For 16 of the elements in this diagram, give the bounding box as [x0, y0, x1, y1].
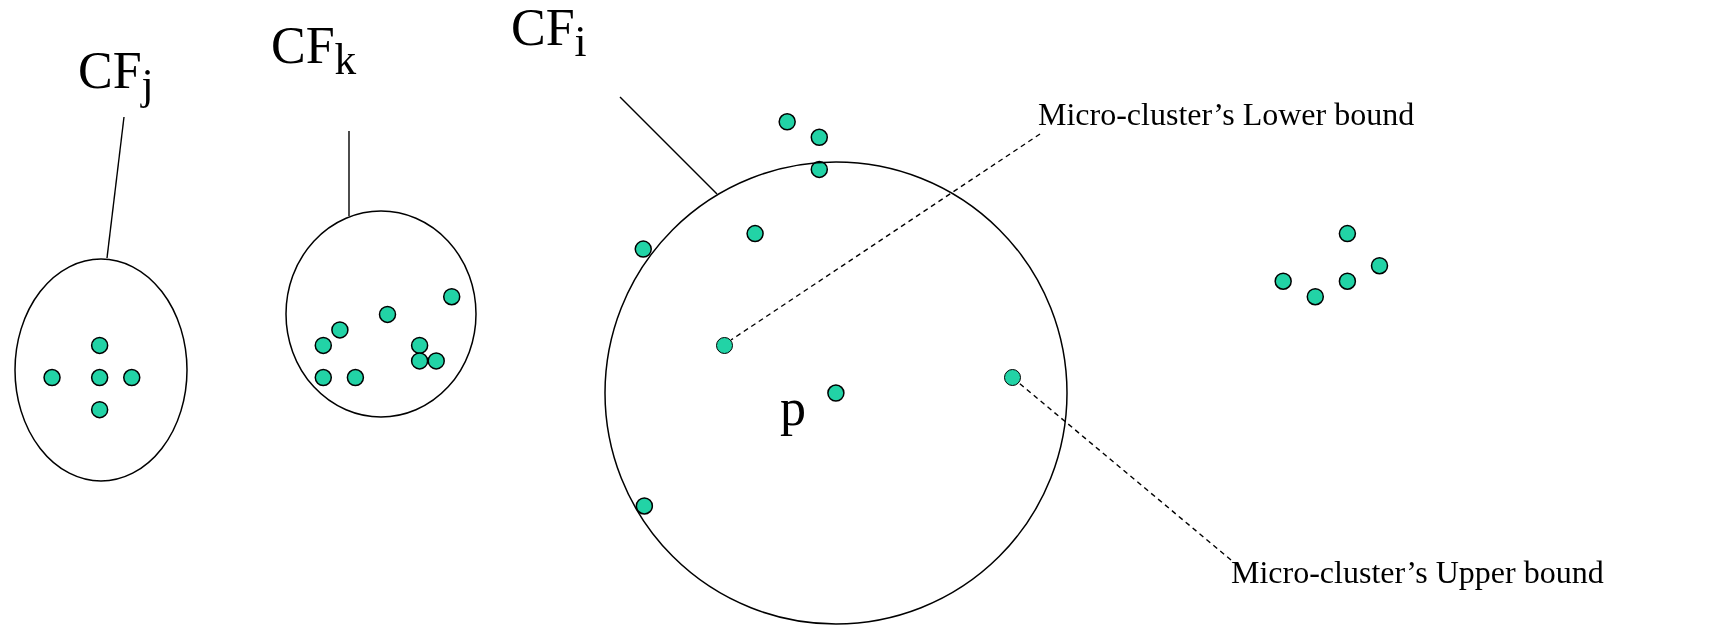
leader-line: [730, 133, 1041, 341]
cluster-ellipse: [14, 258, 188, 482]
cluster-ellipse: [285, 210, 477, 418]
point-label: p: [780, 382, 806, 434]
leader-line: [1018, 382, 1232, 561]
leader-line: [619, 96, 718, 195]
cluster-label: CF$_{k}$: [271, 20, 357, 82]
leader-line: [106, 116, 125, 259]
annotation-text: Micro-cluster’s Upper bound: [1231, 556, 1604, 588]
cluster-circle: [604, 161, 1068, 625]
data-point: [1004, 369, 1021, 386]
cluster-label: CF$_{i}$: [511, 2, 587, 64]
data-point: [716, 337, 733, 354]
leader-line: [348, 130, 350, 217]
cluster-label: CF$_{j}$: [78, 45, 154, 107]
annotation-text: Micro-cluster’s Lower bound: [1038, 98, 1415, 130]
